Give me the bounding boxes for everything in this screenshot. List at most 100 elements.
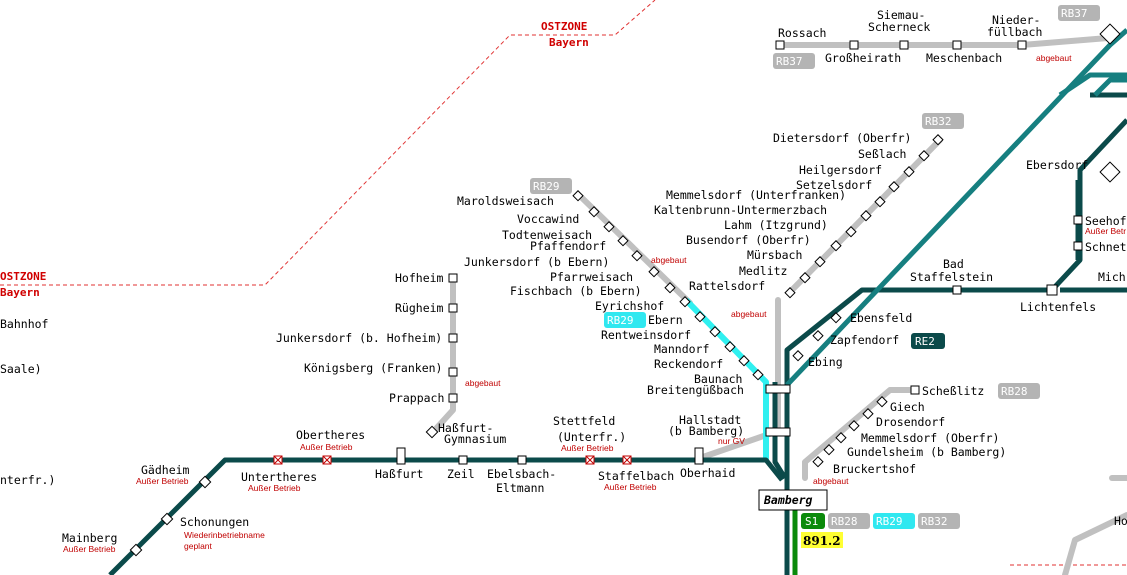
station-zeil: Zeil [447, 467, 475, 481]
note-ausser-betrieb-seehof: Außer Betr [1085, 226, 1126, 236]
station-bad-staffelstein-line1: Bad [943, 257, 964, 271]
stop-markers [396, 23, 1121, 465]
zone-label-top: OSTZONE [541, 20, 587, 33]
station-stettfeld-line1: Stettfeld [553, 414, 615, 428]
station-meschenbach: Meschenbach [926, 51, 1002, 65]
station-siemau-line1: Siemau- [877, 8, 925, 22]
badge-rb37-left: RB37 [776, 55, 803, 68]
note-nur-gv: nur GV [718, 436, 745, 446]
note-abgebaut-rb29: abgebaut [651, 255, 687, 265]
station-maroldsweisach: Maroldsweisach [457, 194, 554, 208]
note-ausser-betrieb-obertheres: Außer Betrieb [300, 442, 353, 452]
station-muersbach: Mürsbach [747, 248, 802, 262]
station-grossheirath: Großheirath [825, 51, 901, 65]
station-memmelsdorf-ufr: Memmelsdorf (Unterfranken) [666, 188, 846, 202]
station-prappach: Prappach [389, 391, 444, 405]
station-hassfurt-gymnasium-line1: Haßfurt- [438, 421, 493, 435]
station-obertheres: Obertheres [296, 428, 365, 442]
note-abgebaut-schesslitz: abgebaut [813, 476, 849, 486]
station-mainberg: Mainberg [62, 531, 117, 545]
station-ebern: Ebern [648, 313, 683, 327]
station-eyrichshof: Eyrichshof [595, 299, 664, 313]
station-hallstadt-line1: Hallstadt [679, 413, 741, 427]
zone-label-top-sub: Bayern [549, 36, 589, 49]
station-hassfurt: Haßfurt [375, 467, 423, 481]
station-busendorf: Busendorf (Oberfr) [686, 233, 811, 247]
note-ausser-betrieb-staffelbach: Außer Betrieb [604, 482, 657, 492]
station-gundelsheim: Gundelsheim (b Bamberg) [847, 445, 1006, 459]
station-seehof: Seehof [1085, 214, 1127, 228]
station-niederfuellbach-line1: Nieder- [992, 13, 1040, 27]
zone-label-left-sub: Bayern [0, 286, 40, 299]
station-rattelsdorf: Rattelsdorf [689, 279, 765, 293]
station-hofheim: Hofheim [395, 271, 444, 285]
badge-rb28-top: RB28 [1001, 385, 1028, 398]
station-voccawind: Voccawind [517, 212, 579, 226]
note-ausser-betrieb-untertheres: Außer Betrieb [248, 483, 301, 493]
station-koenigsberg: Königsberg (Franken) [304, 361, 442, 375]
station-drosendorf: Drosendorf [876, 415, 945, 429]
station-saale-fragment: Saale) [0, 362, 42, 376]
badge-rb29-bottom: RB29 [876, 515, 903, 528]
station-sesslach: Seßlach [858, 147, 906, 161]
station-ebelsbach-line1: Ebelsbach- [487, 467, 556, 481]
station-ebelsbach-line2: Eltmann [496, 481, 544, 495]
station-ebing: Ebing [808, 355, 843, 369]
station-lichtenfels: Lichtenfels [1020, 300, 1096, 314]
badge-rb32-top: RB32 [925, 115, 952, 128]
teal-lines [785, 28, 1127, 387]
station-untertheres: Untertheres [241, 470, 317, 484]
note-abgebaut-rattelsdorf: abgebaut [731, 309, 767, 319]
station-pfaffendorf: Pfaffendorf [530, 239, 606, 253]
station-gaedheim: Gädheim [141, 463, 190, 477]
note-ausser-betrieb-gaedheim: Außer Betrieb [136, 476, 189, 486]
note-geplant: geplant [184, 541, 213, 551]
note-ausser-betrieb-mainberg: Außer Betrieb [63, 544, 116, 554]
station-niederfuellbach-line2: füllbach [987, 25, 1042, 39]
station-schonungen: Schonungen [180, 515, 249, 529]
station-rentweinsdorf: Rentweinsdorf [601, 328, 691, 342]
station-giech: Giech [890, 400, 925, 414]
badge-rb32-bottom: RB32 [921, 515, 948, 528]
station-junkersdorf-ebern: Junkersdorf (b Ebern) [464, 255, 609, 269]
station-schesslitz: Scheßlitz [922, 384, 984, 398]
badge-re2: RE2 [915, 335, 935, 348]
station-hallstadt-line2: (b Bamberg) [668, 424, 744, 438]
station-mich: Mich [1098, 270, 1126, 284]
station-staffelbach: Staffelbach [598, 469, 674, 483]
station-pfarrweisach: Pfarrweisach [550, 270, 633, 284]
station-heilgersdorf: Heilgersdorf [799, 163, 882, 177]
station-oberhaid: Oberhaid [680, 466, 735, 480]
station-memmelsdorf-ofr: Memmelsdorf (Oberfr) [861, 431, 999, 445]
station-bruckertshof: Bruckertshof [833, 462, 916, 476]
station-bad-staffelstein-line2: Staffelstein [910, 270, 993, 284]
station-unterfr-fragment: nterfr.) [0, 473, 55, 487]
station-ruegheim: Rügheim [395, 301, 444, 315]
note-abgebaut-hofheim: abgebaut [465, 378, 501, 388]
badge-rb28-bottom: RB28 [831, 515, 858, 528]
station-medlitz: Medlitz [739, 264, 787, 278]
station-baunach: Baunach [694, 372, 742, 386]
badge-rb29-top: RB29 [533, 180, 560, 193]
note-wiederinbetriebname: Wiederinbetriebname [184, 530, 265, 540]
station-siemau-line2: Scherneck [868, 20, 930, 34]
station-ho-fragment: Ho [1114, 514, 1127, 528]
badge-s1: S1 [805, 515, 818, 528]
note-ausser-betrieb-stettfeld: Außer Betrieb [561, 443, 614, 453]
station-labels: Rossach Siemau- Scherneck Großheirath Me… [0, 8, 1127, 545]
closed-stops [273, 455, 632, 465]
station-hassfurt-gymnasium-line2: Gymnasium [444, 432, 506, 446]
station-kaltenbrunn: Kaltenbrunn-Untermerzbach [654, 203, 827, 217]
badge-rb29-mid: RB29 [607, 314, 634, 327]
station-bamberg: Bamberg [763, 493, 813, 507]
station-bahnhof: Bahnhof [0, 317, 48, 331]
diamond-stops [129, 134, 944, 557]
station-todtenweisach: Todtenweisach [502, 228, 592, 242]
station-ebersdorf: Ebersdorf [1026, 158, 1088, 172]
station-zapfendorf: Zapfendorf [830, 333, 899, 347]
station-ebensfeld: Ebensfeld [850, 311, 912, 325]
station-rossach: Rossach [778, 26, 826, 40]
station-stettfeld-line2: (Unterfr.) [557, 430, 626, 444]
station-fischbach: Fischbach (b Ebern) [510, 284, 642, 298]
